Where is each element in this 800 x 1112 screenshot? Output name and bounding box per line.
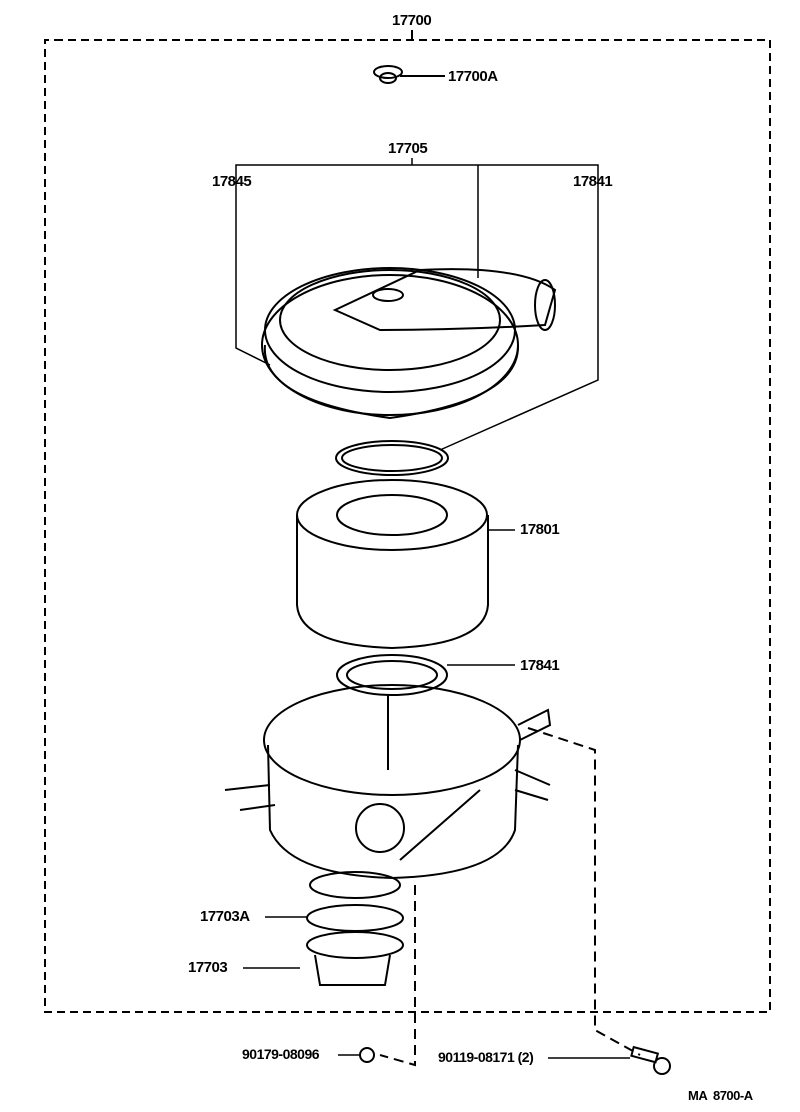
- label-17841-top: 17841: [573, 173, 613, 190]
- bolt-part: [548, 1045, 671, 1075]
- assembly-boundary: [44, 39, 771, 1013]
- bracket-dashes: [379, 727, 641, 1067]
- label-17705: 17705: [388, 140, 428, 157]
- label-17801: 17801: [520, 521, 560, 538]
- cover-leaders: [235, 158, 599, 451]
- label-17703: 17703: [188, 959, 228, 976]
- filter-element: [296, 479, 515, 650]
- label-17700a: 17700A: [448, 68, 498, 85]
- cap-part: [373, 65, 445, 84]
- gasket-lower: [336, 654, 515, 770]
- nut-part: [338, 1047, 375, 1063]
- label-bolt: 90119-08171 (2): [438, 1049, 534, 1065]
- label-17841: 17841: [520, 657, 560, 674]
- label-17703a: 17703A: [200, 908, 250, 925]
- air-cleaner-case: [224, 684, 552, 880]
- label-17845: 17845: [212, 173, 252, 190]
- hose-parts: [243, 871, 404, 986]
- label-17700: 17700: [392, 12, 432, 29]
- air-cleaner-cover: [261, 267, 557, 420]
- gasket-upper: [335, 440, 449, 476]
- label-nut: 90179-08096: [242, 1046, 320, 1062]
- figure-code: MA 8700-A: [688, 1088, 753, 1103]
